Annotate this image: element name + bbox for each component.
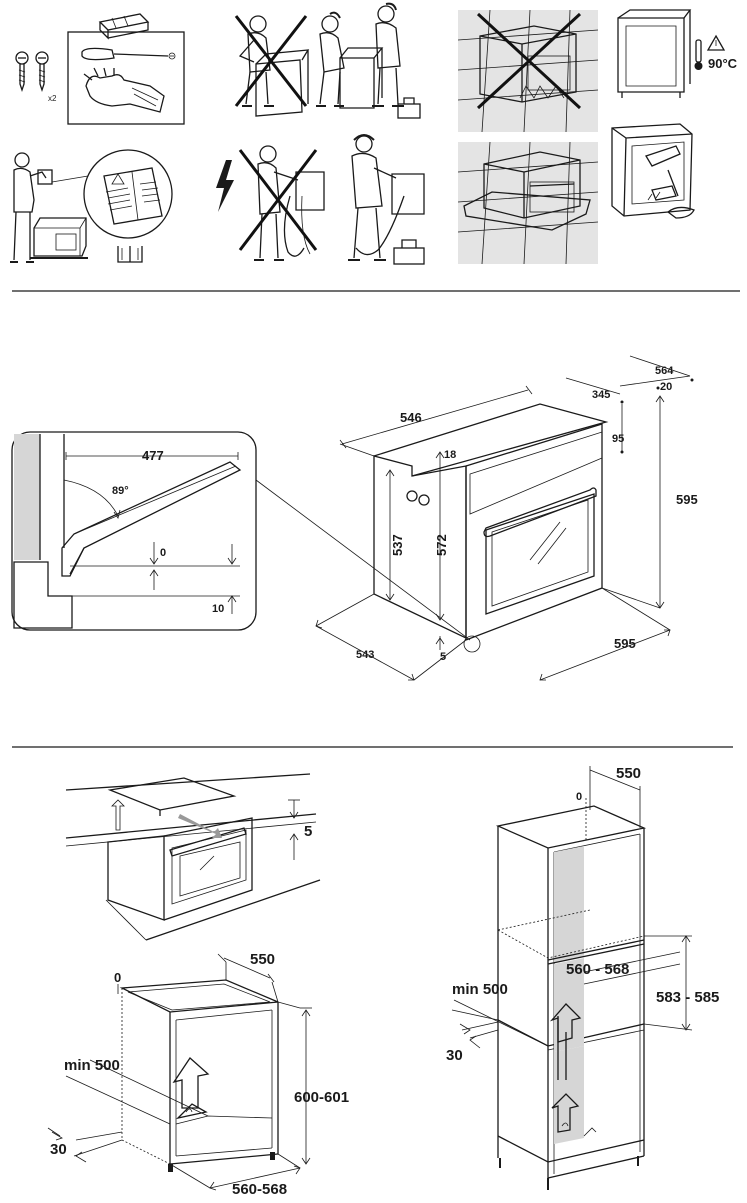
- under-counter-cabinet: [47, 953, 312, 1191]
- cross-mark-icon: [238, 149, 318, 251]
- gloves-icon: [83, 67, 165, 113]
- cabinet-depth-550-label: 550: [250, 951, 275, 968]
- person-wiring-icon: [254, 145, 325, 261]
- cabinet-height-600-601-label: 600-601: [294, 1089, 349, 1106]
- column-width-560-568-label: 560 - 568: [566, 961, 629, 978]
- cross-mark-icon: [234, 15, 308, 107]
- column-zero-label: 0: [576, 791, 582, 803]
- oven-height-595-label: 595: [676, 492, 698, 507]
- detail-anchor-circle: [463, 635, 481, 653]
- boxed-oven-icon: [30, 217, 88, 259]
- cross-mark-icon: [476, 12, 582, 110]
- column-dim-30-label: 30: [446, 1047, 463, 1064]
- oven-width-595-label: 595: [614, 636, 636, 651]
- tools-box: [67, 31, 185, 125]
- oven-dim-572-label: 572: [434, 534, 449, 556]
- door-opening-detail: [11, 431, 257, 631]
- column-depth-550-label: 550: [616, 765, 641, 782]
- column-height-583-585-label: 583 - 585: [656, 989, 719, 1006]
- two-persons-lifting-icon: [316, 2, 421, 119]
- detail-gap-bottom-label: 10: [212, 603, 224, 615]
- cabinet-dim-30-label: 30: [50, 1141, 67, 1158]
- counter-gap-5-label: 5: [304, 823, 312, 840]
- section-built-in-installation: 5: [47, 765, 719, 1198]
- oven-dim-20-label: 20: [660, 381, 672, 393]
- detail-angle-label: 89°: [112, 485, 129, 497]
- lightning-warning-icon: [216, 160, 234, 212]
- cabinet-icon: [617, 9, 692, 98]
- detail-width-label: 477: [142, 448, 164, 463]
- oven-on-pad-icon: [463, 151, 591, 231]
- oven-depth-543-label: 543: [356, 649, 374, 661]
- under-counter-oven: [65, 773, 321, 941]
- oven-dimension-lines: [315, 355, 694, 681]
- manual-book-icon: [117, 246, 143, 263]
- column-cabinet: [451, 766, 693, 1190]
- column-min-500-label: min 500: [452, 981, 508, 998]
- oven-dim-537-label: 537: [390, 534, 405, 556]
- brackets-icon: [98, 13, 150, 40]
- cabinet-zero-label: 0: [114, 970, 121, 985]
- oven-dim-345-label: 345: [592, 389, 610, 401]
- section-safety-pictograms: x2: [10, 2, 738, 265]
- screws-quantity-label: x2: [48, 94, 57, 103]
- oven-dim-95-label: 95: [612, 433, 624, 445]
- screwdriver-icon: [81, 47, 176, 61]
- oven-depth-546-label: 546: [400, 410, 422, 425]
- detail-gap-top-label: 0: [160, 547, 166, 559]
- oven-dim-18-label: 18: [444, 449, 456, 461]
- electrician-icon: [348, 134, 425, 265]
- screws-icon: [15, 51, 49, 93]
- section-oven-dimensions: 477 89° 0 10: [11, 355, 698, 681]
- detail-leader-line: [255, 479, 471, 641]
- manual-magnified-icon: [51, 149, 173, 239]
- warning-triangle-icon: [706, 34, 726, 51]
- cabinet-cleaning-icon: [611, 123, 695, 219]
- cabinet-min-500-label: min 500: [64, 1057, 120, 1074]
- oven-dim-5-label: 5: [440, 651, 446, 663]
- temperature-label: 90°C: [708, 56, 738, 71]
- oven-body: [373, 403, 609, 641]
- oven-depth-564-label: 564: [655, 365, 674, 377]
- cabinet-width-560-568-label: 560-568: [232, 1181, 287, 1198]
- person-reading-icon: [10, 152, 53, 263]
- thermometer-icon: [694, 39, 703, 70]
